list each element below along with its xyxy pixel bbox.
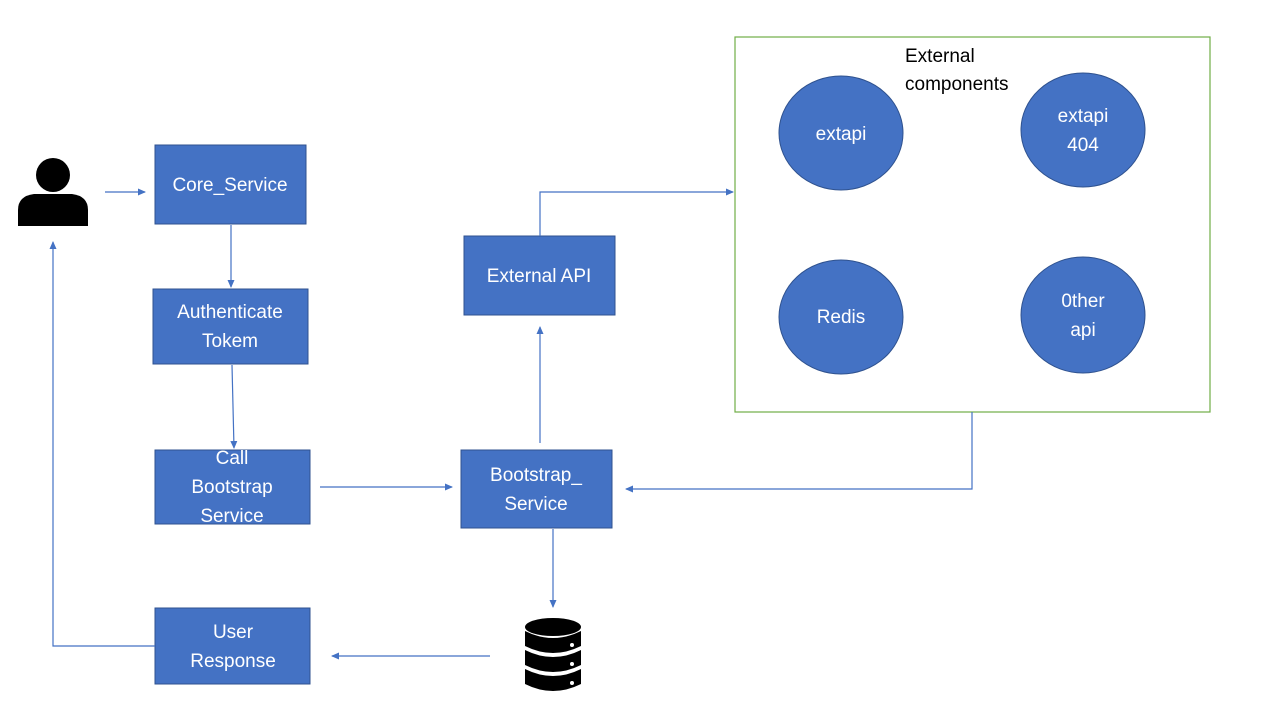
node-call-bootstrap-label-line2: Bootstrap [191, 477, 272, 498]
node-user-response-label-line2: Response [190, 651, 276, 672]
node-core-service-label: Core_Service [172, 175, 287, 196]
node-external-api-label: External API [487, 266, 592, 287]
node-call-bootstrap-label-line3: Service [200, 506, 263, 527]
user-icon [18, 158, 88, 226]
external-components-group: External components extapi extapi 404 Re… [734, 36, 1211, 413]
node-extapi-404-label-line1: extapi [1058, 106, 1109, 127]
connector-external-api-to-components [539, 188, 734, 236]
node-authenticate-token[interactable]: Authenticate Tokem [152, 288, 309, 365]
external-components-title-line1: External [905, 46, 975, 67]
node-external-api[interactable]: External API [463, 235, 616, 316]
node-user-response[interactable]: User Response [154, 607, 311, 685]
node-authenticate-token-label-line1: Authenticate [177, 302, 283, 323]
node-bootstrap-service[interactable]: Bootstrap_ Service [460, 449, 613, 529]
node-bootstrap-service-label-line1: Bootstrap_ [490, 465, 582, 486]
node-call-bootstrap-label-line1: Call [216, 448, 249, 469]
node-other-api[interactable]: 0ther api [1020, 256, 1146, 374]
external-components-title-line2: components [905, 74, 1009, 95]
node-redis-label: Redis [817, 307, 866, 328]
node-extapi[interactable]: extapi [778, 75, 904, 191]
connector-response-to-user [49, 241, 155, 647]
connector-components-to-bootstrap [625, 412, 973, 493]
node-bootstrap-service-label-line2: Service [504, 494, 567, 515]
node-redis[interactable]: Redis [778, 259, 904, 375]
node-other-api-label-line2: api [1070, 320, 1095, 341]
node-call-bootstrap-service[interactable]: Call Bootstrap Service [154, 448, 311, 527]
node-extapi-label: extapi [816, 124, 867, 145]
node-authenticate-token-label-line2: Tokem [202, 331, 258, 352]
node-extapi-404-label-line2: 404 [1067, 135, 1099, 156]
node-user-response-label-line1: User [213, 622, 254, 643]
node-extapi-404[interactable]: extapi 404 [1020, 72, 1146, 188]
node-other-api-label-line1: 0ther [1061, 291, 1105, 312]
connector-authenticate-to-call-bootstrap [230, 364, 238, 449]
node-core-service[interactable]: Core_Service [154, 144, 307, 225]
database-icon [525, 618, 581, 691]
